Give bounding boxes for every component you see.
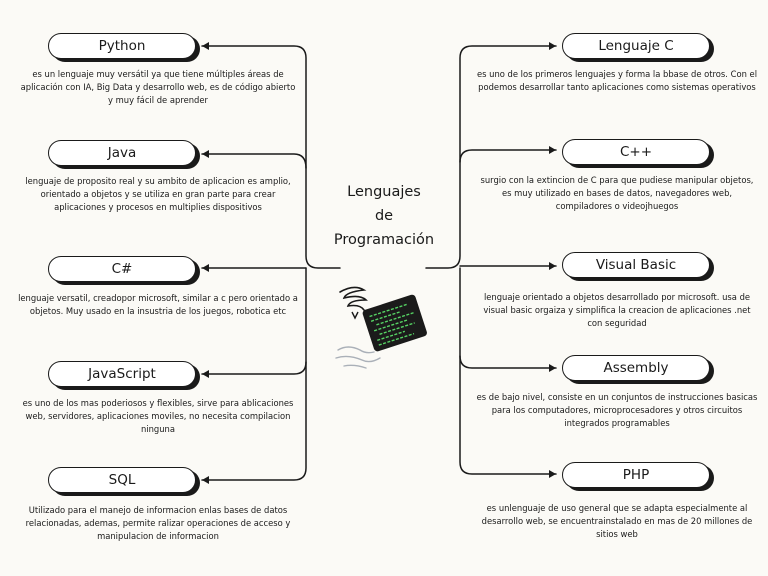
node-php-description: es unlenguaje de uso general que se adap… — [481, 503, 753, 539]
branch-cpp — [459, 149, 557, 163]
node-csharp[interactable]: C# — [48, 256, 196, 282]
node-javascript-label: JavaScript — [88, 366, 156, 382]
node-php-label: PHP — [622, 467, 650, 483]
node-python[interactable]: Python — [48, 33, 196, 59]
node-cpp[interactable]: C++ — [562, 139, 710, 165]
node-csharp-description: lenguaje versatil, creadopor microsoft, … — [18, 293, 298, 316]
branch-python — [201, 45, 341, 269]
branch-sql — [201, 361, 307, 481]
center-title-line1: Lenguajes — [347, 184, 421, 200]
node-sql-label: SQL — [108, 472, 136, 488]
node-cpp-description: surgio con la extincion de C para que pu… — [480, 175, 754, 211]
node-csharp-label: C# — [111, 261, 133, 277]
branch-javascript — [201, 267, 307, 375]
node-lenguaje-c-description: es uno de los primeros lenguajes y forma… — [476, 69, 758, 92]
node-php[interactable]: PHP — [562, 462, 710, 488]
node-visual-basic-label: Visual Basic — [595, 257, 677, 273]
branch-java — [201, 153, 307, 169]
node-sql-description: Utilizado para el manejo de informacion … — [25, 505, 291, 541]
center-title-line2: de — [374, 208, 394, 224]
node-javascript[interactable]: JavaScript — [48, 361, 196, 387]
node-python-label: Python — [98, 38, 146, 54]
node-cpp-label: C++ — [619, 144, 653, 160]
center-title-line3: Programación — [333, 232, 435, 248]
laptop-code-illustration — [335, 286, 427, 369]
node-visual-basic[interactable]: Visual Basic — [562, 252, 710, 278]
node-visual-basic-description: lenguaje orientado a objetos desarrollad… — [483, 292, 751, 328]
node-java-label: Java — [107, 145, 137, 161]
node-assembly-description: es de bajo nivel, consiste en un conjunt… — [476, 392, 758, 428]
central-topic: Lenguajes de Programación — [316, 180, 452, 252]
node-assembly[interactable]: Assembly — [562, 355, 710, 381]
node-java[interactable]: Java — [48, 140, 196, 166]
node-lenguaje-c-label: Lenguaje C — [598, 38, 674, 54]
node-javascript-description: es uno de los mas poderiosos y flexibles… — [22, 398, 294, 434]
node-lenguaje-c[interactable]: Lenguaje C — [562, 33, 710, 59]
node-assembly-label: Assembly — [603, 360, 669, 376]
branch-php — [459, 355, 557, 475]
node-sql[interactable]: SQL — [48, 467, 196, 493]
node-java-description: lenguaje de proposito real y su ambito d… — [25, 176, 291, 212]
node-python-description: es un lenguaje muy versátil ya que tiene… — [20, 69, 296, 105]
